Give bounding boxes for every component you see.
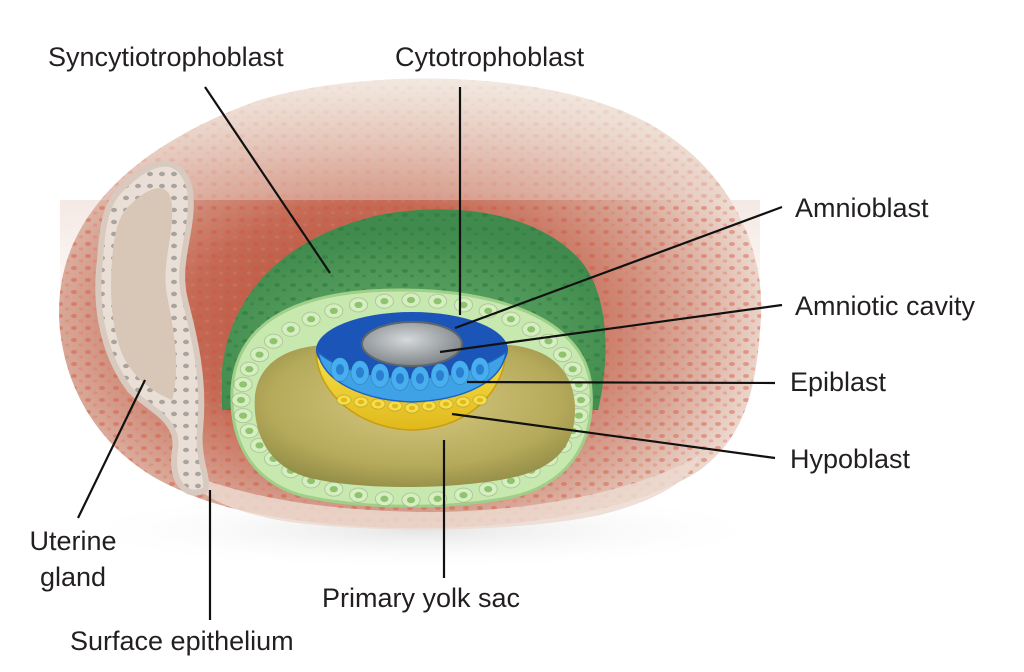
cytotrophoblast-cell-nucleus [568, 365, 577, 373]
hypoblast-cell-nucleus [374, 401, 382, 407]
cytotrophoblast-cell-nucleus [380, 298, 389, 305]
cytotrophoblast-cell-nucleus [239, 412, 248, 419]
leader-uterine-gland [77, 379, 146, 519]
leader-lines [77, 86, 783, 620]
cytotrophoblast-cell-nucleus [307, 477, 316, 485]
cytotrophoblast-cell-nucleus [576, 396, 586, 404]
label-uterine-gland-line2: gland [39, 562, 107, 592]
epiblast-cells [330, 357, 490, 391]
cytotrophoblast-cell-nucleus [354, 301, 363, 309]
leader-amnioblast [454, 205, 783, 330]
leader-amniotic-cavity [439, 303, 783, 354]
cytotrophoblast-cell-nucleus [558, 351, 567, 358]
hypoblast-cells [336, 394, 488, 414]
label-amnioblast: Amnioblast [795, 193, 929, 223]
cytotrophoblast-cell-nucleus [329, 307, 338, 315]
uterine-gland-lumen [111, 188, 177, 400]
epiblast-cell-nucleus [435, 370, 445, 381]
label-uterine-gland-line1: Uterine [29, 526, 117, 556]
hypoblast-cell-nucleus [476, 397, 484, 403]
label-syncytiotrophoblast: Syncytiotrophoblast [48, 42, 284, 72]
cytotrophoblast-cell-nucleus [245, 427, 254, 435]
hypoblast-cell-nucleus [425, 403, 433, 409]
epiblast-cell-nucleus [415, 373, 425, 384]
cytotrophoblast-cell-nucleus [433, 298, 442, 305]
cytotrophoblast-cell-nucleus [406, 496, 416, 504]
cytotrophoblast-cell-nucleus [380, 495, 389, 502]
label-amniotic-cavity: Amniotic cavity [795, 291, 976, 321]
epiblast-cell-nucleus [455, 367, 465, 378]
cytotrophoblast-cell-nucleus [269, 338, 278, 345]
cytotrophoblast-cell-nucleus [255, 351, 264, 358]
epiblast-cell-nucleus [395, 373, 405, 384]
cytotrophoblast-cell-nucleus [406, 296, 416, 304]
leader-hypoblast [451, 412, 776, 460]
label-surface-epithelium: Surface epithelium [70, 626, 294, 656]
cytotrophoblast-cell-nucleus [354, 491, 363, 499]
leader-syncytiotrophoblast [204, 86, 331, 274]
epiblast-cell-nucleus [335, 364, 345, 375]
hypoblast-cell-nucleus [442, 401, 450, 407]
cytotrophoblast-cell-nucleus [484, 307, 493, 315]
label-cytotrophoblast: Cytotrophoblast [395, 42, 585, 72]
cytotrophoblast-cell-nucleus [433, 495, 442, 502]
cytotrophoblast-cell-nucleus [236, 396, 246, 404]
endometrium-top-fade [59, 78, 762, 330]
cytotrophoblast-cell-nucleus [329, 485, 338, 493]
cytotrophoblast-cell-nucleus [459, 301, 468, 309]
hypoblast-cell-nucleus [408, 405, 416, 411]
epiblast-cell-nucleus [475, 364, 485, 375]
hypoblast-cell-nucleus [357, 399, 365, 405]
amniotic-cavity [361, 321, 463, 367]
cytotrophoblast-cell-nucleus [307, 315, 316, 323]
hypoblast-cell-nucleus [459, 399, 467, 405]
leader-epiblast [466, 380, 776, 385]
label-hypoblast: Hypoblast [790, 444, 911, 474]
endometrium-lower-rim [180, 455, 700, 530]
cytotrophoblast-cell-nucleus [245, 365, 254, 373]
label-epiblast: Epiblast [790, 367, 887, 397]
epiblast-cell-nucleus [375, 370, 385, 381]
hypoblast-cell-nucleus [391, 403, 399, 409]
epiblast-cell-nucleus [355, 367, 365, 378]
cytotrophoblast-cell-nucleus [459, 491, 468, 499]
cytotrophoblast-cell-nucleus [527, 326, 536, 333]
cytotrophoblast-cell-nucleus [239, 381, 248, 388]
cytotrophoblast-cell-nucleus [506, 315, 515, 323]
cytotrophoblast-cell-nucleus [544, 338, 553, 345]
cytotrophoblast-cell-nucleus [484, 485, 493, 493]
label-primary-yolk-sac: Primary yolk sac [322, 583, 521, 613]
cytotrophoblast-cell-nucleus [506, 477, 515, 485]
cytotrophoblast-cell-nucleus [574, 412, 583, 419]
cytotrophoblast-cell-nucleus [255, 442, 264, 449]
hypoblast-cell-nucleus [340, 397, 348, 403]
cytotrophoblast-cell-nucleus [286, 326, 295, 333]
